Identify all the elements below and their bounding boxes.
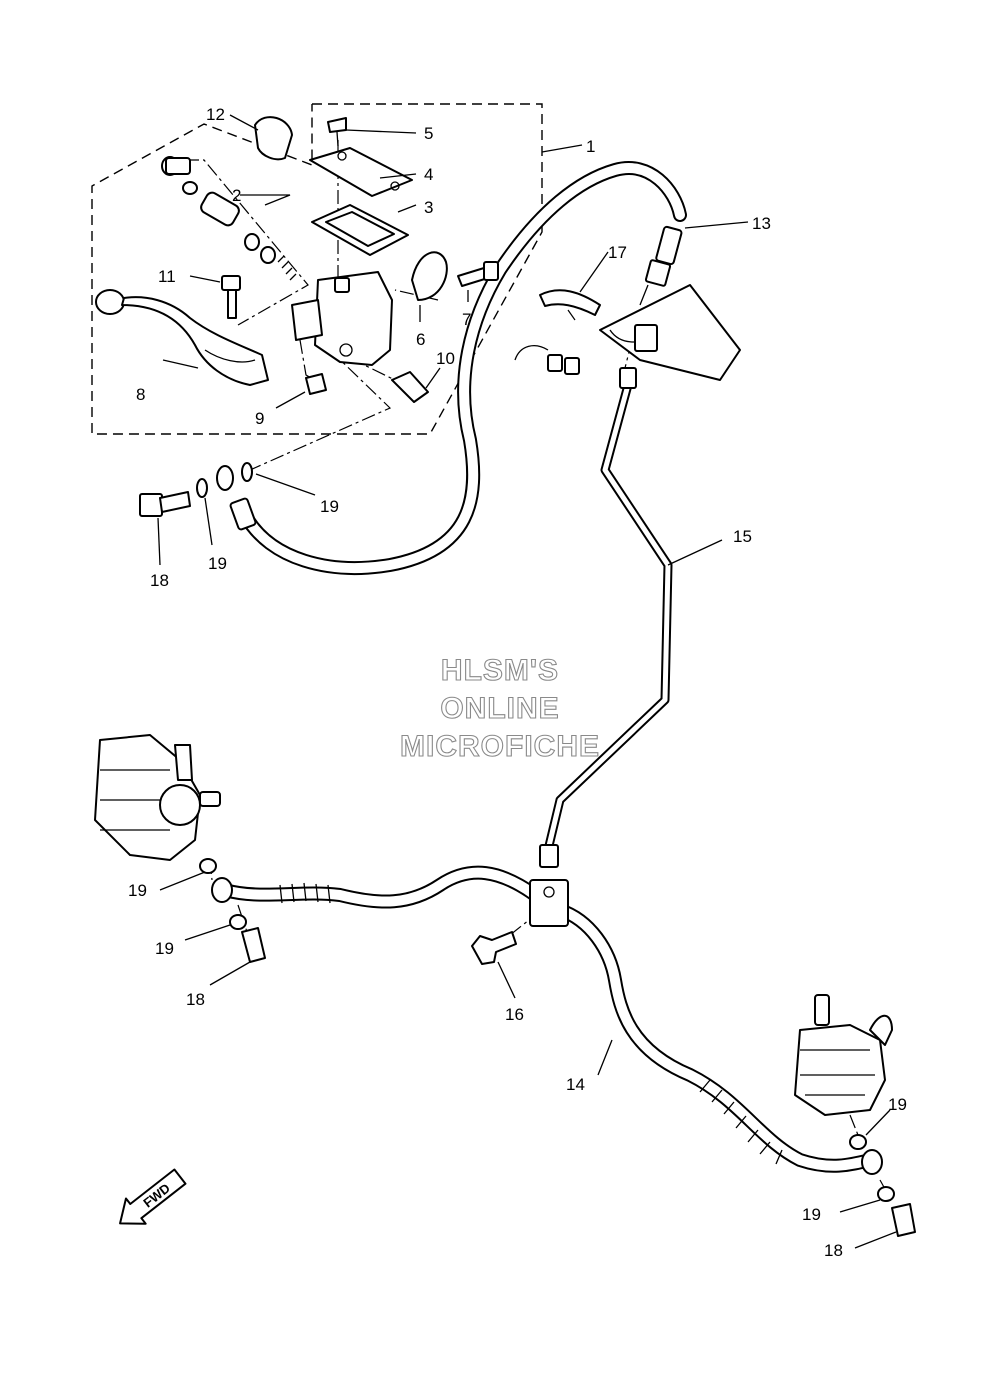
callout-labels: 1 2 3 4 5 6 7 8 9 10 11 12 13 14 15 16 1… [128,105,907,1260]
callout-13: 13 [752,214,771,233]
watermark: HLSM'S ONLINE MICROFICHE [399,653,600,763]
callout-1: 1 [586,137,595,156]
callout-18-master: 18 [150,571,169,590]
brake-lever [95,289,269,386]
right-caliper-banjo [861,1149,916,1237]
pipe-fitting-top [619,367,637,389]
callout-19-left-b: 19 [155,939,174,958]
lever-pivot-bolt [221,275,241,319]
callout-15: 15 [733,527,752,546]
callout-12: 12 [206,105,225,124]
leader-lines [157,114,897,1249]
callout-11: 11 [158,267,176,286]
hose-clamp [539,289,601,316]
watermark-line-3: MICROFICHE [400,730,600,763]
callout-9: 9 [255,409,264,428]
master-cylinder-clamp [411,251,448,301]
clamp-bolt [457,261,499,287]
callout-14: 14 [566,1075,585,1094]
watermark-line-2: ONLINE [440,692,559,725]
reservoir-cover [309,147,413,197]
cover-screw [327,117,347,147]
right-caliper [794,994,893,1150]
callout-3: 3 [424,198,433,217]
left-caliper-banjo [211,877,266,963]
upper-brake-hose [238,161,687,575]
switch-connector [514,345,580,375]
hose-joint-block [529,879,569,927]
callout-17: 17 [608,243,627,262]
master-cylinder-washers [196,462,253,498]
callout-18-right: 18 [824,1241,843,1260]
front-stop-switch [391,371,429,403]
joint-bolt [471,931,517,965]
callout-4: 4 [424,165,433,184]
callout-18-left: 18 [186,990,205,1009]
callout-8: 8 [136,385,145,404]
master-cylinder-body [291,271,393,366]
callout-19-left-a: 19 [128,881,147,900]
lever-boot [254,116,293,161]
callout-19-right-a: 19 [888,1095,907,1114]
callout-10: 10 [436,349,455,368]
master-cylinder-union-bolt [139,491,191,517]
diaphragm [311,204,409,256]
left-caliper [94,734,221,874]
callout-2: 2 [232,186,241,205]
handlebar [599,284,741,381]
callout-6: 6 [416,330,425,349]
brake-pipe [539,367,673,868]
callout-16: 16 [505,1005,524,1024]
brake-switch [639,225,683,306]
callout-19-master-a: 19 [320,497,339,516]
lever-nut [305,373,327,395]
callout-7: 7 [462,310,471,329]
callout-19-master-b: 19 [208,554,227,573]
lower-brake-hose [218,865,877,1173]
callout-5: 5 [424,124,433,143]
pipe-fitting-bottom [539,844,559,868]
watermark-line-1: HLSM'S [441,654,559,687]
master-cylinder-banjo [216,465,257,531]
callout-19-right-b: 19 [802,1205,821,1224]
fwd-arrow-icon: FWD [119,1168,187,1225]
piston-kit [161,156,297,281]
